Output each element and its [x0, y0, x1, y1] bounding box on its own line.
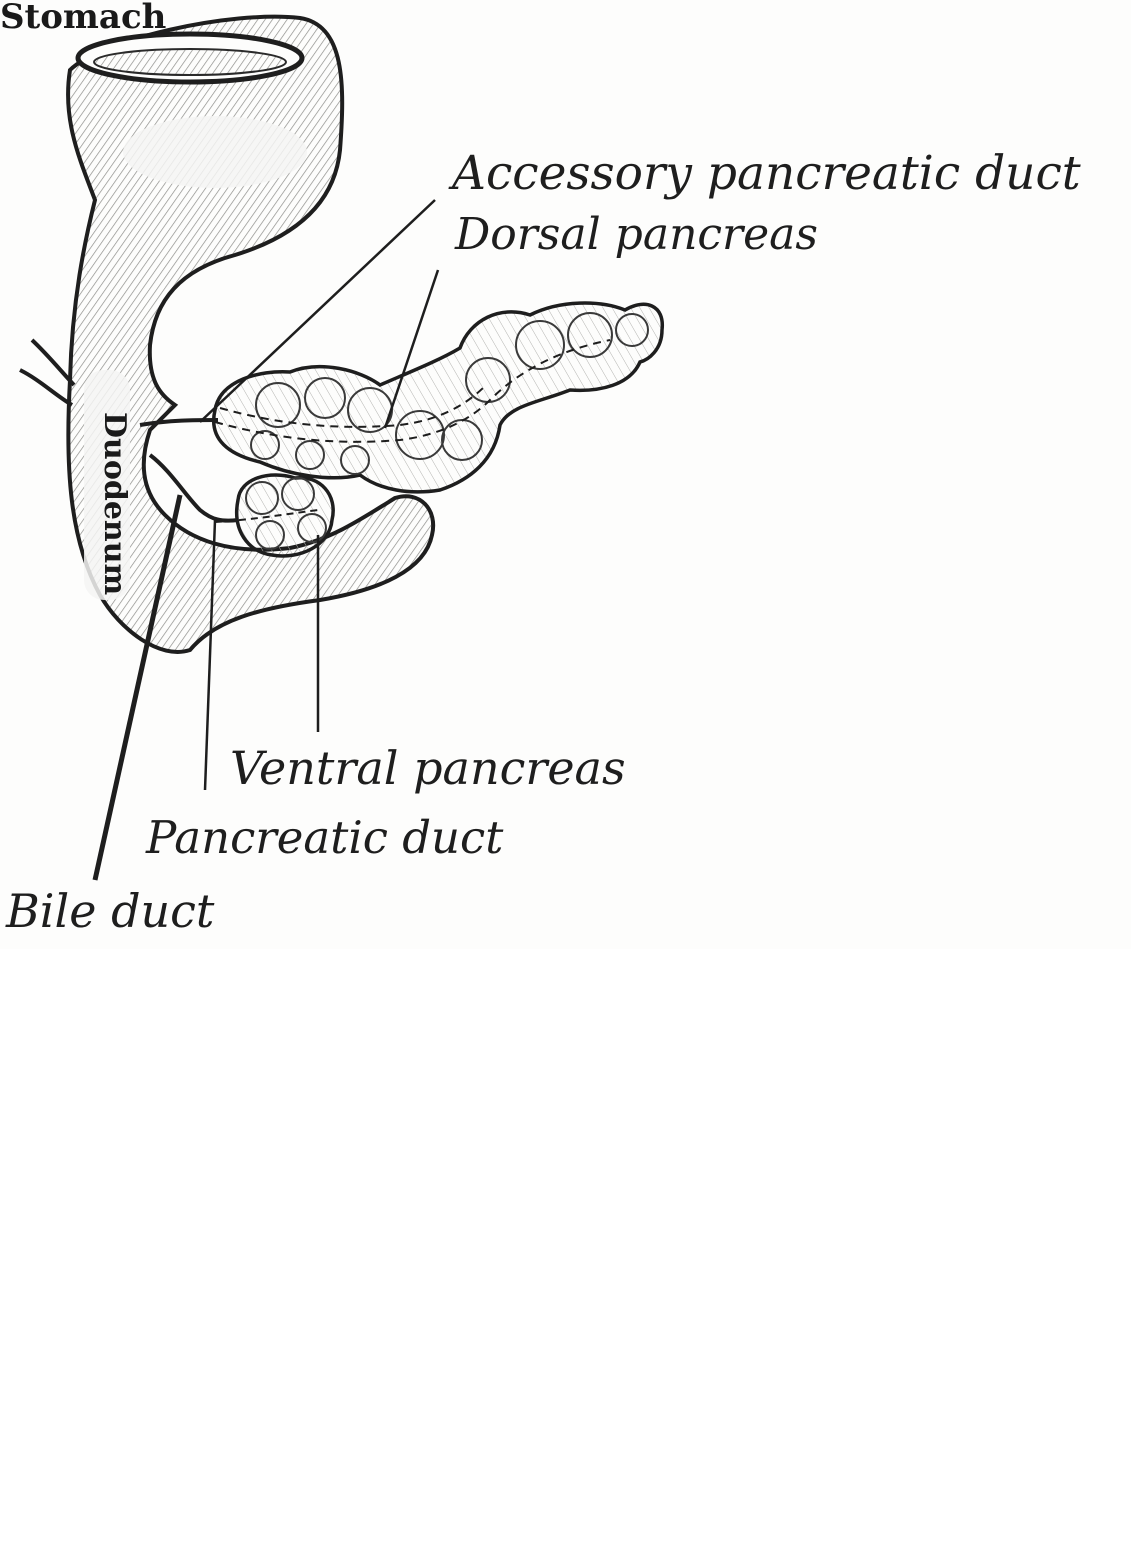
- dorsal-pancreas-shape: [214, 303, 663, 492]
- label-pancreatic-duct: Pancreatic duct: [146, 815, 503, 860]
- label-bile-duct: Bile duct: [6, 888, 214, 934]
- label-ventral-pancreas: Ventral pancreas: [230, 745, 626, 791]
- label-dorsal-pancreas: Dorsal pancreas: [455, 213, 818, 257]
- anatomy-drawing: [0, 0, 1131, 949]
- label-accessory-pancreatic-duct: Accessory pancreatic duct: [452, 150, 1081, 197]
- ventral-pancreas-shape: [215, 475, 333, 556]
- left-vessels: [20, 340, 74, 405]
- label-duodenum: Duodenum: [99, 412, 129, 1543]
- stomach-highlight: [123, 116, 307, 188]
- anatomy-figure: Stomach Duodenum Accessory pancreatic du…: [0, 0, 1131, 949]
- stomach-inner-lumen: [94, 49, 286, 75]
